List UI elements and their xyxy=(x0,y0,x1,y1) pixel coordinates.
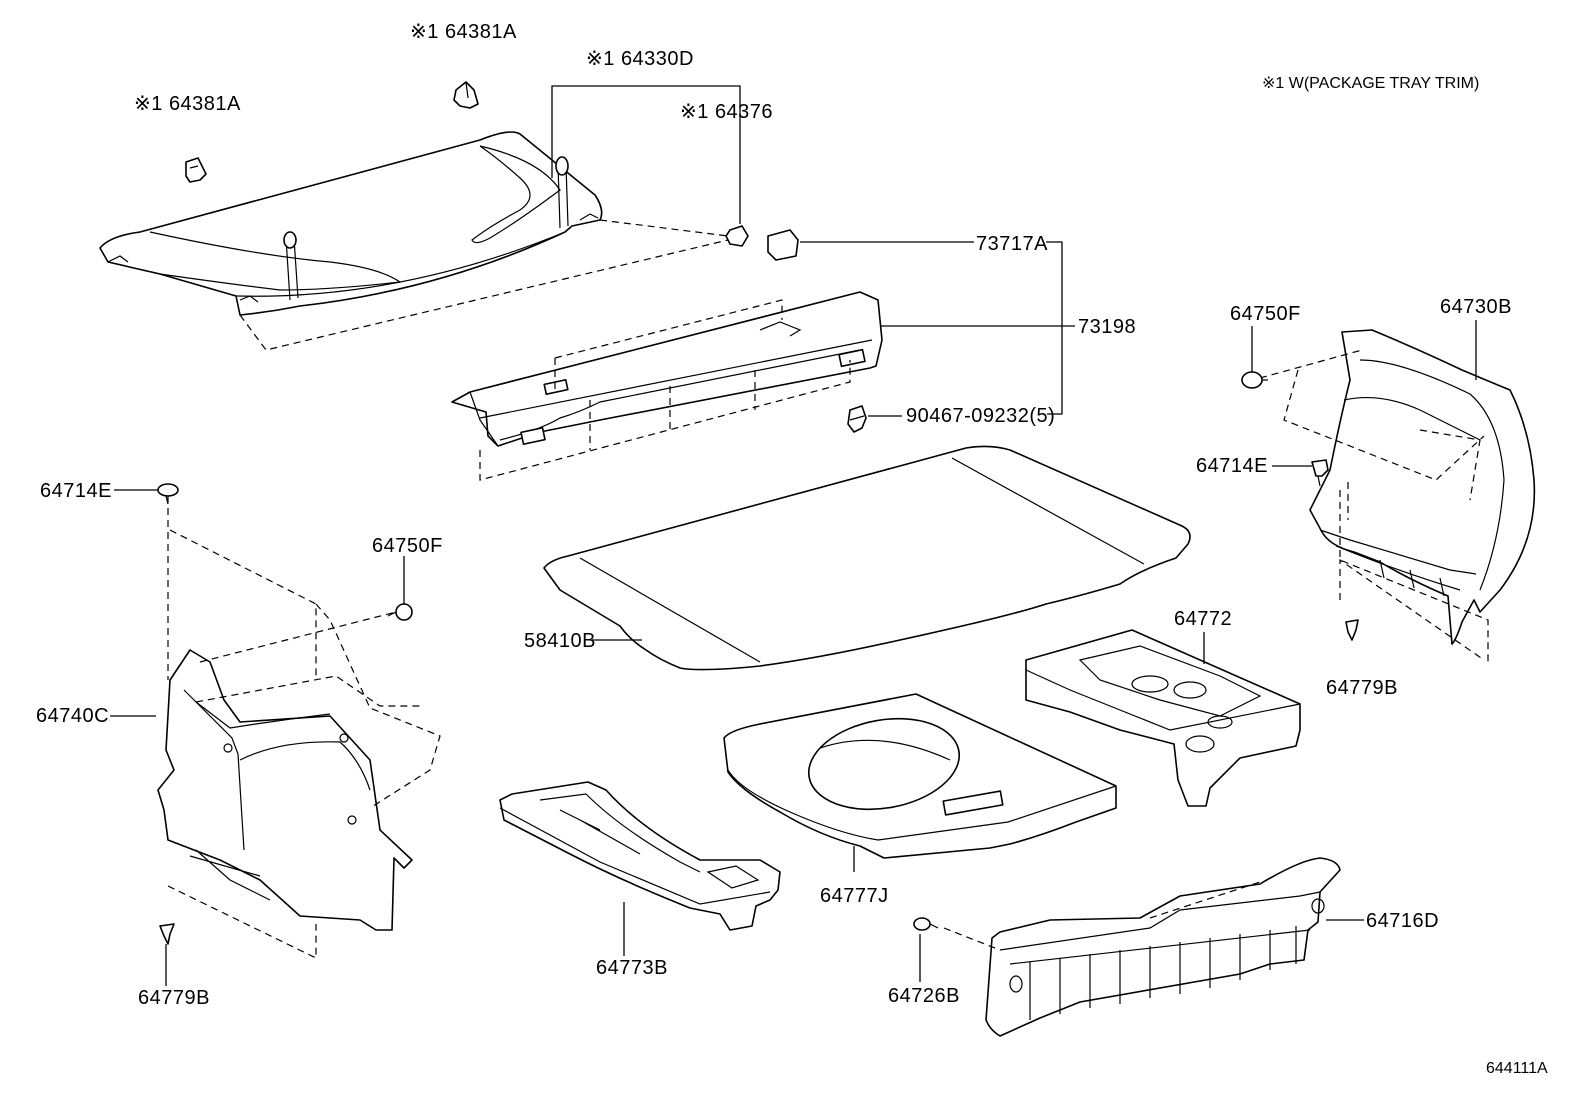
trunk-floor-mat xyxy=(543,445,1191,671)
side-trim-right xyxy=(1309,329,1536,645)
clip-64726B xyxy=(913,917,939,931)
clip-64750F-right xyxy=(1241,371,1268,389)
callout-73198: 73198 xyxy=(1078,316,1136,338)
side-trim-left xyxy=(157,649,413,931)
callout-64716D: 64716D xyxy=(1366,910,1439,932)
callout-64330D: ※1 64330D xyxy=(586,48,694,70)
callout-64779B-left: 64779B xyxy=(138,987,210,1009)
clip-64750F-left xyxy=(387,603,413,621)
callout-64376: ※1 64376 xyxy=(680,101,773,123)
side-tray xyxy=(499,781,781,931)
callout-64714E-left: 64714E xyxy=(40,480,112,502)
callout-73717A: 73717A xyxy=(976,233,1048,255)
callout-64773B: 64773B xyxy=(596,957,668,979)
callout-64772: 64772 xyxy=(1174,608,1232,630)
callout-64740C: 64740C xyxy=(36,705,109,727)
clip-64779B-right xyxy=(1345,619,1359,641)
callout-58410B: 58410B xyxy=(524,630,596,652)
trunk-deck-board xyxy=(723,693,1117,859)
callout-64381A-top: ※1 64381A xyxy=(410,21,517,43)
callout-64730B: 64730B xyxy=(1440,296,1512,318)
clip-64381A-top xyxy=(453,81,479,109)
callout-64750F-right: 64750F xyxy=(1230,303,1301,325)
package-tray-panel xyxy=(451,291,883,447)
tool-tray xyxy=(1025,629,1301,807)
callout-64714E-right: 64714E xyxy=(1196,455,1268,477)
callout-64726B: 64726B xyxy=(888,985,960,1007)
rear-sill-trim xyxy=(985,857,1341,1037)
cover-73717A xyxy=(767,229,799,261)
package-tray-trim xyxy=(99,131,603,316)
clip-64381A-left xyxy=(185,157,207,183)
clip-64714E-right xyxy=(1311,459,1329,487)
clip-64779B-left xyxy=(159,923,175,945)
clip-90467 xyxy=(847,405,867,433)
note-package-tray-trim: ※1 W(PACKAGE TRAY TRIM) xyxy=(1262,75,1479,92)
callout-90467-09232: 90467-09232(5) xyxy=(906,405,1055,427)
figure-id: 644111A xyxy=(1486,1060,1548,1077)
clip-64376 xyxy=(725,225,749,247)
callout-64777J: 64777J xyxy=(820,885,889,907)
callout-64750F-left: 64750F xyxy=(372,535,443,557)
callout-64779B-right: 64779B xyxy=(1326,677,1398,699)
clip-64714E-left xyxy=(157,483,179,505)
callout-64381A-left: ※1 64381A xyxy=(134,93,241,115)
